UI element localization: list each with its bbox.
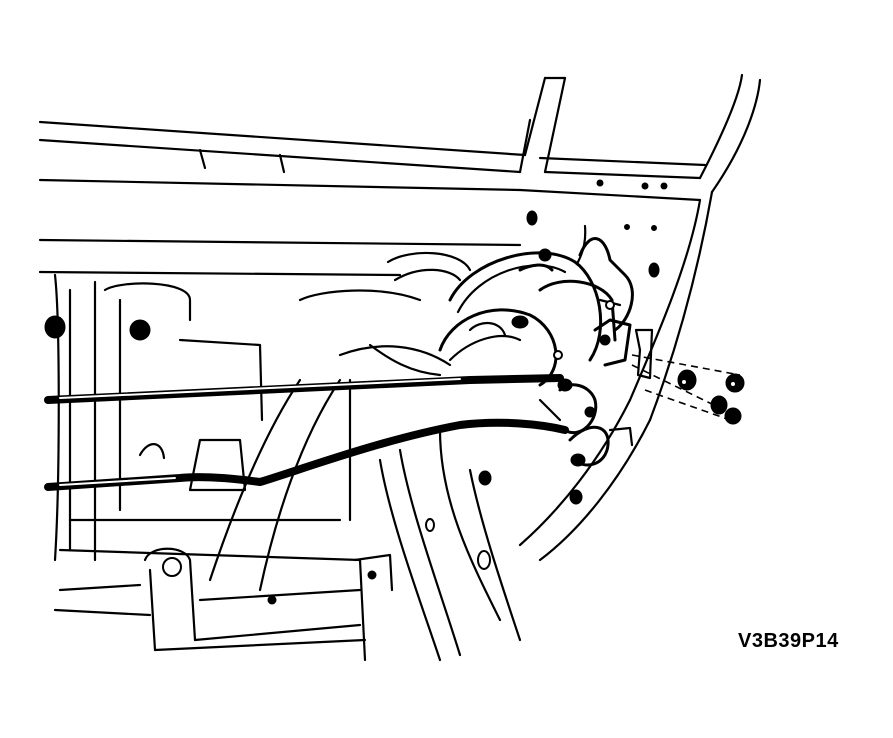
inner-door-panel bbox=[38, 238, 522, 662]
door-frame-pillar bbox=[518, 73, 762, 562]
window-frame-upper bbox=[38, 76, 707, 192]
panel-holes bbox=[44, 179, 668, 570]
latch-screws bbox=[631, 354, 745, 425]
latch-rods bbox=[44, 374, 569, 491]
regulator-guide bbox=[208, 343, 522, 662]
figure-code-label: V3B39P14 bbox=[738, 630, 839, 652]
latch-mechanism bbox=[438, 224, 654, 467]
lower-bracket bbox=[53, 547, 394, 652]
